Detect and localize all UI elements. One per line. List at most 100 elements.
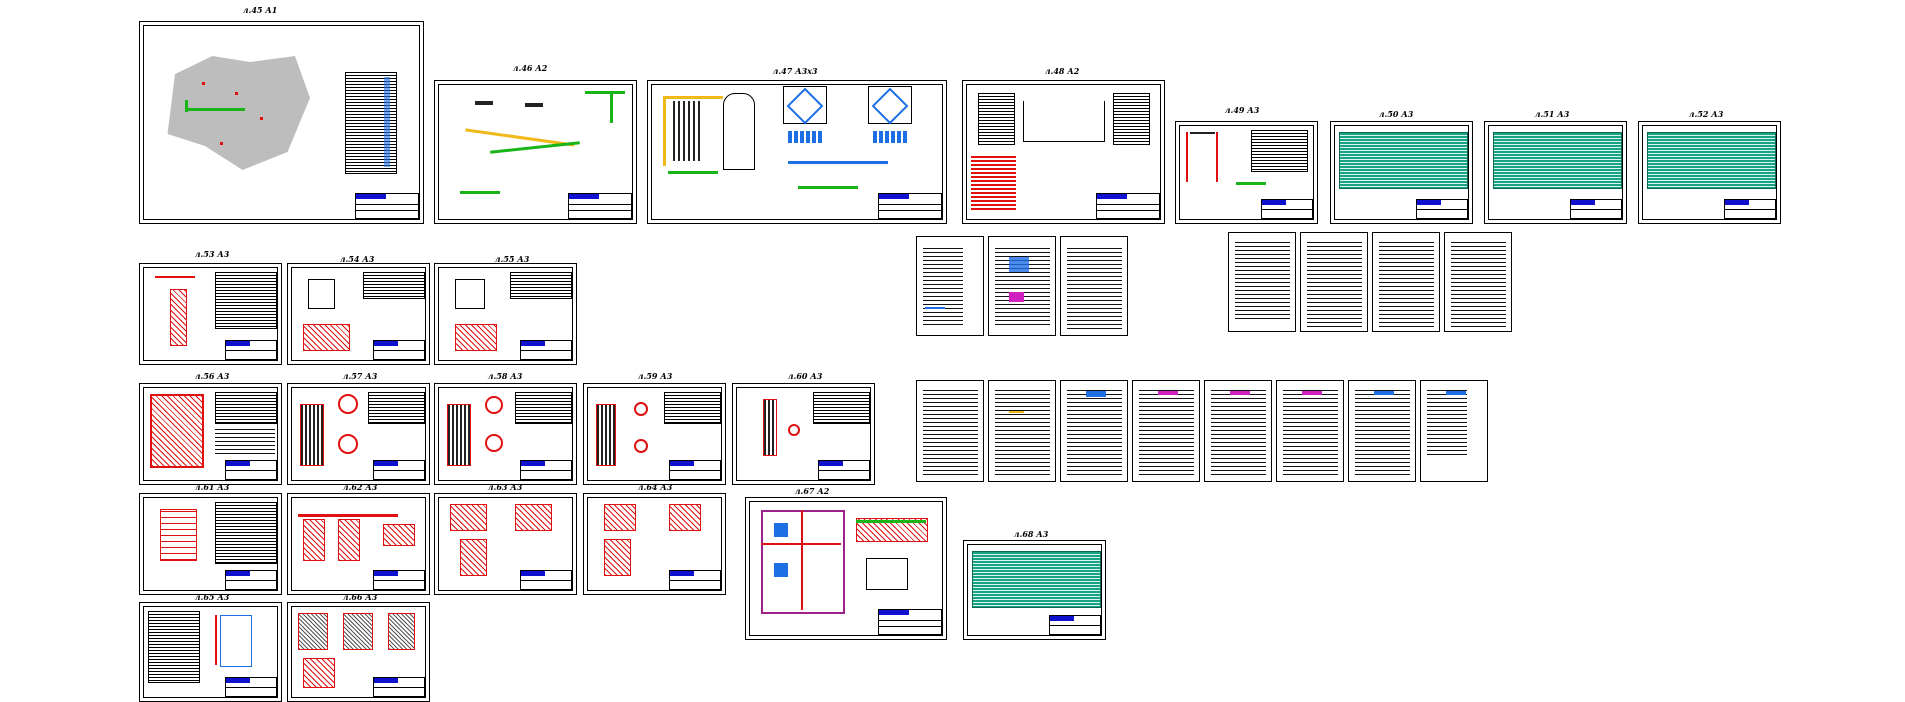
sheet-l52[interactable] xyxy=(1638,121,1781,224)
text-lines xyxy=(1307,239,1362,327)
sheet-l51[interactable] xyxy=(1484,121,1627,224)
title-block xyxy=(520,570,572,590)
sheet-l68[interactable] xyxy=(963,540,1106,640)
sheet-l57[interactable] xyxy=(287,383,430,485)
sheet-l59[interactable] xyxy=(583,383,726,485)
sheet-l48[interactable] xyxy=(962,80,1165,224)
text-lines xyxy=(1139,387,1194,475)
sheet-l58[interactable] xyxy=(434,383,577,485)
sheet-frame xyxy=(143,606,278,698)
text-lines xyxy=(1379,239,1434,327)
text-sheet[interactable] xyxy=(1420,380,1488,482)
node-detail xyxy=(450,504,487,531)
sheet-frame xyxy=(966,84,1161,220)
text-sheet[interactable] xyxy=(1132,380,1200,482)
grid-axis xyxy=(801,510,803,610)
text-sheet[interactable] xyxy=(1300,232,1368,332)
panel-scheme xyxy=(1113,93,1150,145)
text-sheet[interactable] xyxy=(1444,232,1512,332)
well-plan xyxy=(338,394,358,414)
spec-table xyxy=(215,392,277,424)
text-sheet[interactable] xyxy=(1276,380,1344,482)
sheet-frame xyxy=(1334,125,1469,220)
panel-scheme xyxy=(978,93,1015,145)
sheet-label-l68: л.68 А3 xyxy=(1013,529,1049,539)
sheet-frame xyxy=(1488,125,1623,220)
sheet-label-l51: л.51 А3 xyxy=(1534,109,1570,119)
text-sheet[interactable] xyxy=(1060,236,1128,336)
sheet-label-l54: л.54 А3 xyxy=(339,254,375,264)
text-sheet[interactable] xyxy=(1060,380,1128,482)
section-detail xyxy=(343,613,373,650)
highlight xyxy=(1446,391,1466,395)
sheet-label-l64: л.64 А3 xyxy=(637,482,673,492)
sheet-frame xyxy=(749,501,943,636)
title-block xyxy=(520,460,572,480)
sheet-frame xyxy=(291,387,426,481)
dimension xyxy=(1216,132,1218,182)
text-sheet[interactable] xyxy=(988,236,1056,336)
title-block xyxy=(1096,193,1160,219)
text-sheet[interactable] xyxy=(1348,380,1416,482)
sheet-l46[interactable] xyxy=(434,80,637,224)
well-plan xyxy=(338,434,358,454)
sheet-l66[interactable] xyxy=(287,602,430,702)
highlight xyxy=(1374,391,1394,395)
title-block xyxy=(818,460,870,480)
sheet-l67[interactable] xyxy=(745,497,947,640)
text-lines xyxy=(1427,387,1467,457)
section-detail xyxy=(303,519,325,561)
pipe-green xyxy=(585,91,625,94)
sheet-l65[interactable] xyxy=(139,602,282,702)
plan-view xyxy=(308,279,335,309)
title-block xyxy=(225,460,277,480)
text-sheet[interactable] xyxy=(916,236,984,336)
sheet-frame xyxy=(143,497,278,591)
sheet-l56[interactable] xyxy=(139,383,282,485)
text-sheet[interactable] xyxy=(1372,232,1440,332)
legend-column xyxy=(384,77,390,167)
sheet-l45[interactable] xyxy=(139,21,424,224)
node-detail xyxy=(604,539,631,576)
sheet-l54[interactable] xyxy=(287,263,430,365)
sheet-frame xyxy=(736,387,871,481)
title-block xyxy=(1049,615,1101,635)
sheet-l49[interactable] xyxy=(1175,121,1318,224)
well-plan xyxy=(634,402,648,416)
sheet-frame xyxy=(438,84,633,220)
section-detail xyxy=(763,399,777,456)
frame-view xyxy=(220,615,252,667)
sheet-label-l60: л.60 А3 xyxy=(787,371,823,381)
highlight xyxy=(1009,411,1024,413)
text-sheet[interactable] xyxy=(1228,232,1296,332)
sheet-l62[interactable] xyxy=(287,493,430,595)
title-block xyxy=(669,570,721,590)
sheet-l63[interactable] xyxy=(434,493,577,595)
spec-table xyxy=(510,272,572,299)
text-sheet[interactable] xyxy=(916,380,984,482)
sheet-label-l52: л.52 А3 xyxy=(1688,109,1724,119)
spec-table xyxy=(515,392,572,424)
spec-table xyxy=(1493,132,1622,189)
sheet-label-l66: л.66 А3 xyxy=(342,592,378,602)
sheet-l50[interactable] xyxy=(1330,121,1473,224)
sheet-label-l55: л.55 А3 xyxy=(494,254,530,264)
heat-exchanger xyxy=(673,101,703,161)
section-detail xyxy=(455,324,497,351)
highlight xyxy=(1230,391,1250,395)
text-sheet[interactable] xyxy=(988,380,1056,482)
sheet-frame xyxy=(143,267,278,361)
sheet-l47[interactable] xyxy=(647,80,947,224)
plan-view xyxy=(455,279,485,309)
sheet-frame xyxy=(438,267,573,361)
sheet-frame xyxy=(438,497,573,591)
text-sheet[interactable] xyxy=(1204,380,1272,482)
title-block xyxy=(373,340,425,360)
sheet-l53[interactable] xyxy=(139,263,282,365)
highlight xyxy=(1302,391,1322,395)
sheet-l55[interactable] xyxy=(434,263,577,365)
sheet-l61[interactable] xyxy=(139,493,282,595)
pipe-green xyxy=(1236,182,1266,185)
sheet-l60[interactable] xyxy=(732,383,875,485)
sheet-l64[interactable] xyxy=(583,493,726,595)
